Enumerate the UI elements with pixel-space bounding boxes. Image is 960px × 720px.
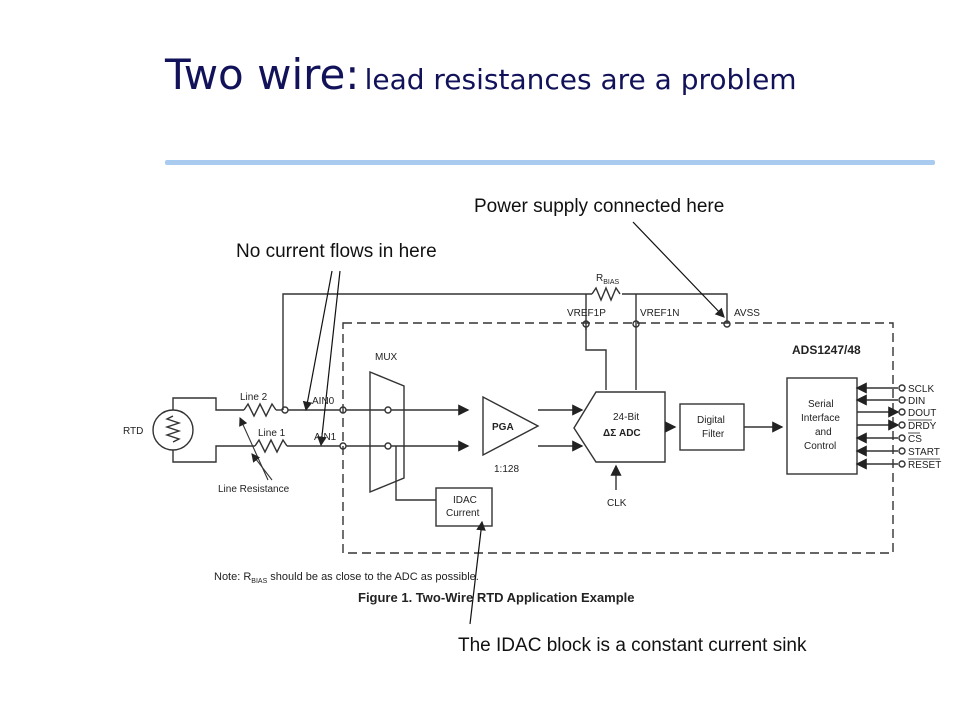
title-main: Two wire: [165, 50, 360, 99]
chip-name: ADS1247/48 [792, 343, 861, 357]
ain1-label: AIN1 [314, 432, 337, 443]
line1-resistor [254, 438, 288, 454]
line-resistance-pointer-2 [251, 453, 273, 481]
slide-title: Two wire: lead resistances are a problem [165, 50, 797, 99]
rtd-coil [164, 415, 182, 443]
adc-label-1: 24-Bit [613, 412, 639, 423]
rbias-label: RBIAS [596, 273, 620, 286]
callout-idac: The IDAC block is a constant current sin… [458, 635, 807, 656]
serial-interface-block [786, 377, 858, 475]
figure-note: Note: RBIAS should be as close to the AD… [214, 571, 479, 585]
line2-label: Line 2 [240, 392, 268, 403]
no-current-arrow-2 [317, 270, 341, 447]
pin-sclk: SCLK [908, 384, 934, 395]
digital-pins [855, 382, 900, 470]
digital-filter-block [679, 403, 745, 451]
gain-label: 1:128 [494, 464, 519, 475]
adc-block [573, 391, 666, 463]
pga-block [482, 395, 540, 457]
line1-label: Line 1 [258, 428, 286, 439]
callout-power-supply: Power supply connected here [474, 196, 725, 217]
figure-caption: Figure 1. Two-Wire RTD Application Examp… [358, 590, 635, 605]
no-current-arrow-1 [302, 270, 333, 412]
filter-label-2: Filter [702, 429, 725, 440]
mux-block [369, 370, 405, 494]
pin-reset: RESET [908, 460, 941, 471]
serial-label-1: Serial [808, 399, 834, 410]
callout-no-current: No current flows in here [236, 241, 437, 262]
idac-label-1: IDAC [453, 495, 477, 506]
bias-path [282, 293, 592, 410]
pga-label: PGA [492, 422, 514, 433]
pin-cs: CS [908, 434, 922, 445]
clk-label: CLK [607, 498, 627, 509]
vref1n-label: VREF1N [640, 308, 679, 319]
line-resistance-label: Line Resistance [218, 484, 290, 495]
ain0-label: AIN0 [312, 396, 335, 407]
idac-block [435, 487, 493, 527]
title-divider [165, 160, 935, 165]
vref1p-label: VREF1P [567, 308, 606, 319]
rbias-resistor [591, 286, 621, 302]
pin-start: START [908, 447, 940, 458]
serial-label-2: Interface [801, 413, 840, 424]
pin-dout: DOUT [908, 408, 936, 419]
rtd-label: RTD [123, 426, 143, 437]
serial-label-4: Control [804, 441, 836, 452]
power-supply-arrow [632, 221, 725, 318]
idac-label-2: Current [446, 508, 480, 519]
line-resistance-pointer-1 [239, 416, 269, 481]
rtd-lead-bottom [172, 445, 255, 463]
serial-label-3: and [815, 427, 832, 438]
pin-din: DIN [908, 396, 925, 407]
adc-label-2: ΔΣ ADC [603, 428, 641, 439]
line2-resistor [243, 402, 277, 418]
avss-label: AVSS [734, 308, 760, 319]
title-sub: lead resistances are a problem [364, 63, 797, 96]
rtd-lead-top [172, 397, 244, 411]
idac-arrow [469, 520, 486, 625]
filter-label-1: Digital [697, 415, 725, 426]
mux-label: MUX [375, 352, 398, 363]
pin-drdy: DRDY [908, 421, 937, 432]
